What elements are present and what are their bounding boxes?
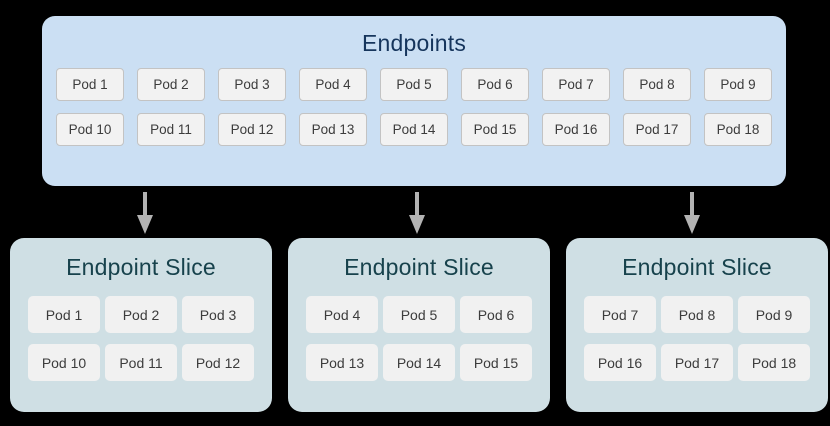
arrow-down-icon (406, 192, 428, 236)
pod-chip[interactable]: Pod 17 (661, 344, 733, 381)
endpoint-slice-pod-row-1: Pod 7 Pod 8 Pod 9 (584, 296, 810, 333)
pod-chip[interactable]: Pod 18 (704, 113, 772, 146)
pod-chip[interactable]: Pod 11 (137, 113, 205, 146)
pod-chip[interactable]: Pod 15 (460, 344, 532, 381)
endpoints-pod-row-1: Pod 1 Pod 2 Pod 3 Pod 4 Pod 5 Pod 6 Pod … (56, 68, 772, 101)
pod-chip[interactable]: Pod 6 (461, 68, 529, 101)
pod-chip[interactable]: Pod 2 (137, 68, 205, 101)
pod-chip[interactable]: Pod 12 (218, 113, 286, 146)
pod-chip[interactable]: Pod 10 (56, 113, 124, 146)
pod-chip[interactable]: Pod 5 (383, 296, 455, 333)
pod-chip[interactable]: Pod 9 (704, 68, 772, 101)
pod-chip[interactable]: Pod 1 (28, 296, 100, 333)
endpoint-slice-pod-row-1: Pod 4 Pod 5 Pod 6 (306, 296, 532, 333)
pod-chip[interactable]: Pod 4 (299, 68, 367, 101)
pod-chip[interactable]: Pod 8 (623, 68, 691, 101)
endpoint-slice-pod-row-2: Pod 13 Pod 14 Pod 15 (306, 344, 532, 381)
pod-chip[interactable]: Pod 18 (738, 344, 810, 381)
endpoint-slice-title: Endpoint Slice (622, 254, 772, 280)
endpoint-slice-panel-1: Endpoint Slice Pod 1 Pod 2 Pod 3 Pod 10 … (10, 238, 272, 412)
endpoint-slice-pod-row-2: Pod 10 Pod 11 Pod 12 (28, 344, 254, 381)
pod-chip[interactable]: Pod 16 (584, 344, 656, 381)
arrow-down-icon (134, 192, 156, 236)
pod-chip[interactable]: Pod 5 (380, 68, 448, 101)
endpoint-slice-pod-row-2: Pod 16 Pod 17 Pod 18 (584, 344, 810, 381)
pod-chip[interactable]: Pod 1 (56, 68, 124, 101)
pod-chip[interactable]: Pod 15 (461, 113, 529, 146)
endpoint-slice-panel-3: Endpoint Slice Pod 7 Pod 8 Pod 9 Pod 16 … (566, 238, 828, 412)
endpoint-slice-title: Endpoint Slice (344, 254, 494, 280)
pod-chip[interactable]: Pod 11 (105, 344, 177, 381)
pod-chip[interactable]: Pod 7 (584, 296, 656, 333)
endpoint-slice-panel-2: Endpoint Slice Pod 4 Pod 5 Pod 6 Pod 13 … (288, 238, 550, 412)
endpoints-pod-row-2: Pod 10 Pod 11 Pod 12 Pod 13 Pod 14 Pod 1… (56, 113, 772, 146)
endpoint-slice-pod-row-1: Pod 1 Pod 2 Pod 3 (28, 296, 254, 333)
arrow-down-icon (681, 192, 703, 236)
pod-chip[interactable]: Pod 2 (105, 296, 177, 333)
pod-chip[interactable]: Pod 3 (218, 68, 286, 101)
pod-chip[interactable]: Pod 12 (182, 344, 254, 381)
pod-chip[interactable]: Pod 13 (306, 344, 378, 381)
endpoint-slice-pod-grid: Pod 7 Pod 8 Pod 9 Pod 16 Pod 17 Pod 18 (584, 296, 810, 392)
pod-chip[interactable]: Pod 4 (306, 296, 378, 333)
pod-chip[interactable]: Pod 13 (299, 113, 367, 146)
endpoint-slice-pod-grid: Pod 4 Pod 5 Pod 6 Pod 13 Pod 14 Pod 15 (306, 296, 532, 392)
pod-chip[interactable]: Pod 3 (182, 296, 254, 333)
pod-chip[interactable]: Pod 10 (28, 344, 100, 381)
pod-chip[interactable]: Pod 17 (623, 113, 691, 146)
pod-chip[interactable]: Pod 16 (542, 113, 610, 146)
endpoint-slice-pod-grid: Pod 1 Pod 2 Pod 3 Pod 10 Pod 11 Pod 12 (28, 296, 254, 392)
endpoint-slice-title: Endpoint Slice (66, 254, 216, 280)
endpoints-pod-grid: Pod 1 Pod 2 Pod 3 Pod 4 Pod 5 Pod 6 Pod … (56, 68, 772, 158)
pod-chip[interactable]: Pod 6 (460, 296, 532, 333)
pod-chip[interactable]: Pod 9 (738, 296, 810, 333)
pod-chip[interactable]: Pod 8 (661, 296, 733, 333)
endpoints-title: Endpoints (361, 30, 467, 56)
pod-chip[interactable]: Pod 7 (542, 68, 610, 101)
endpoints-panel: Endpoints Pod 1 Pod 2 Pod 3 Pod 4 Pod 5 … (42, 16, 786, 186)
pod-chip[interactable]: Pod 14 (383, 344, 455, 381)
pod-chip[interactable]: Pod 14 (380, 113, 448, 146)
